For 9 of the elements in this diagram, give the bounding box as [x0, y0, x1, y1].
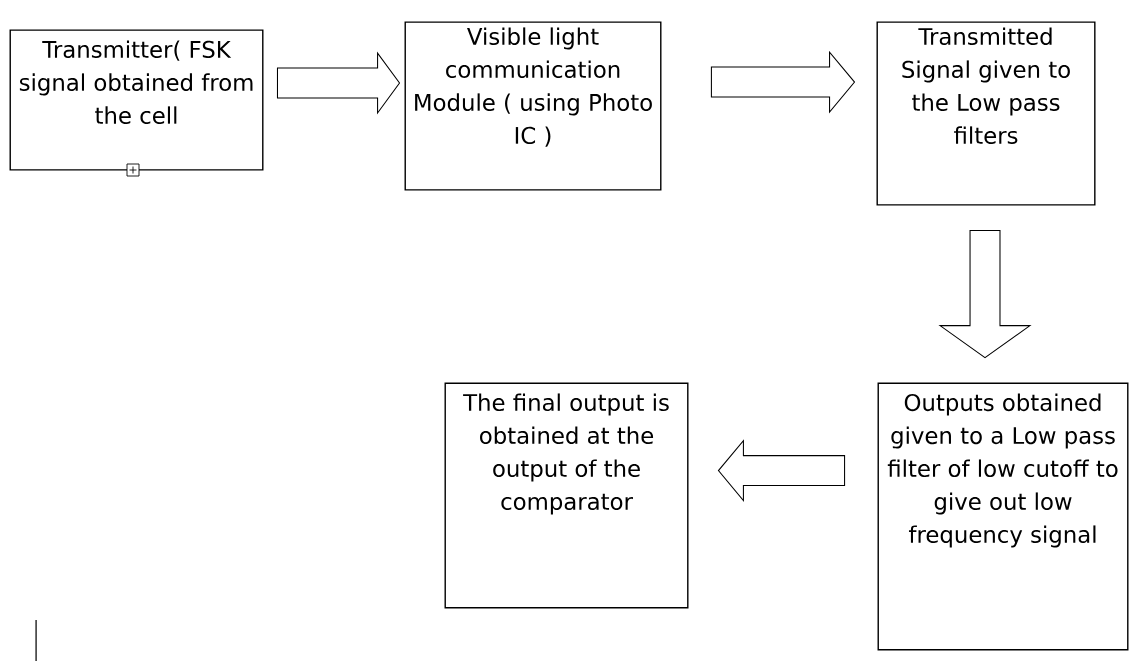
block-arrow — [710, 50, 856, 114]
block-arrow — [717, 439, 846, 502]
process-box: The final output is obtained at the output of the comparator — [444, 382, 689, 609]
process-box: Transmitter( FSK signal obtained from the cell — [9, 29, 264, 171]
block-arrow — [276, 51, 401, 115]
block-arrow — [938, 230, 1032, 359]
process-box: Outputs obtained given to a Low pass filter of low cutoff to give out low frequency signal — [877, 382, 1129, 651]
process-box: Visible light communication Module ( using Photo IC ) — [404, 21, 662, 191]
process-box: Transmitted Signal given to the Low pass filters — [876, 21, 1096, 206]
